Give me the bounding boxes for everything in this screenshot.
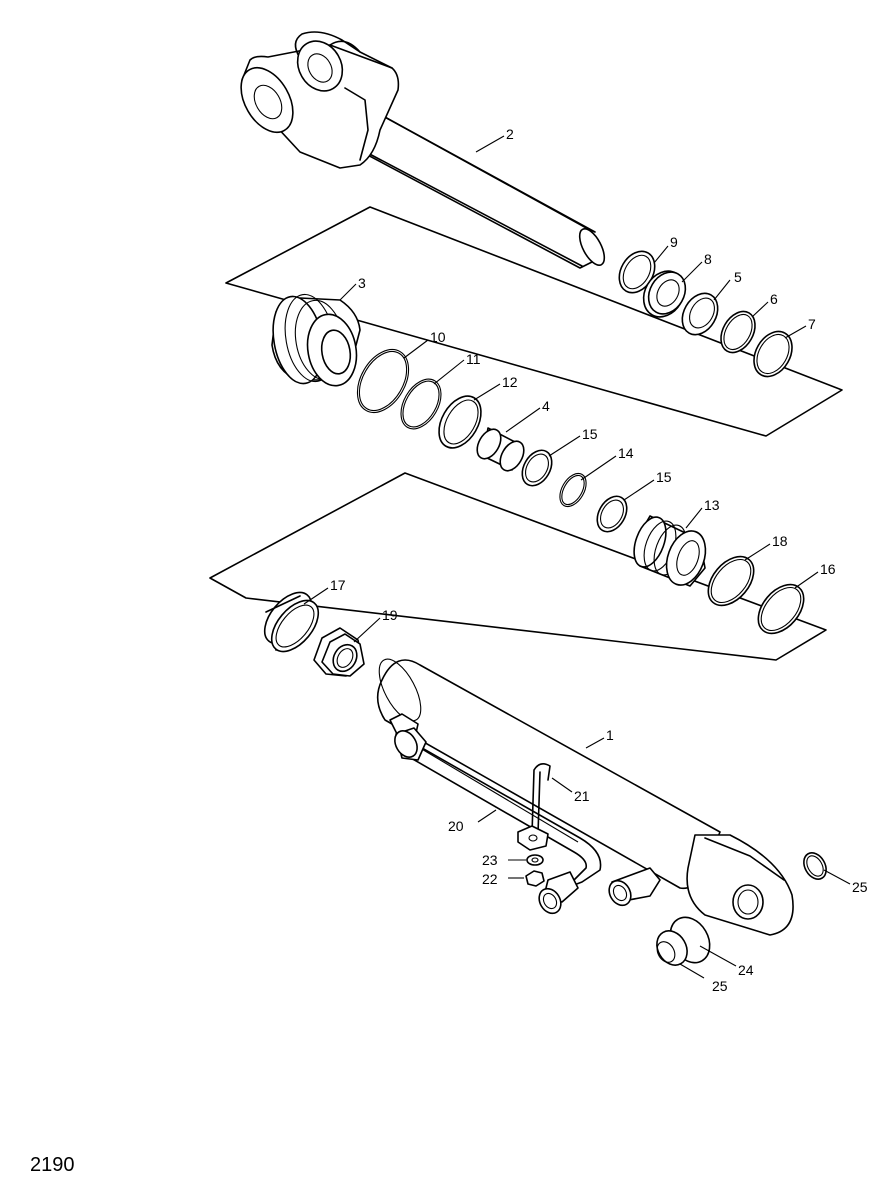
- group-outline-a: [225, 206, 843, 437]
- wear-ring-18: [707, 555, 755, 607]
- callout-11: 11: [466, 351, 481, 367]
- callout-12: 12: [502, 374, 518, 390]
- leader-lines: [303, 135, 851, 979]
- callout-8: 8: [704, 251, 712, 267]
- callout-25-lower: 25: [712, 978, 728, 994]
- gland-part: [271, 293, 361, 387]
- backup-ring-12: [438, 395, 482, 449]
- callout-5: 5: [734, 269, 742, 285]
- piston-rod-part: [240, 31, 606, 269]
- page-number: 2190: [30, 1154, 75, 1176]
- callout-25-right: 25: [852, 879, 868, 895]
- snap-ring-25: [803, 852, 827, 880]
- callout-labels: 2 3 9 8 5 6 7 10 11 12 4 15 14 15 13 18 …: [330, 126, 868, 994]
- callout-6: 6: [770, 291, 778, 307]
- callout-23: 23: [482, 852, 498, 868]
- callout-3: 3: [358, 275, 366, 291]
- nut-22: [525, 870, 545, 887]
- o-ring-10: [356, 349, 410, 413]
- seal-ring-6: [720, 310, 756, 354]
- callout-22: 22: [482, 871, 498, 887]
- callout-17: 17: [330, 577, 346, 593]
- callout-15-lower: 15: [656, 469, 672, 485]
- callout-24: 24: [738, 962, 754, 978]
- seal-ring-15-upper: [521, 449, 553, 487]
- piston-part: [633, 515, 707, 587]
- seal-ring-5: [681, 292, 719, 336]
- hex-nut-19: [313, 627, 365, 677]
- callout-13: 13: [704, 497, 720, 513]
- bushing-24: [656, 916, 711, 966]
- callout-18: 18: [772, 533, 788, 549]
- group-outline-b: [209, 472, 827, 661]
- callout-2: 2: [506, 126, 514, 142]
- callout-9: 9: [670, 234, 678, 250]
- callout-19: 19: [382, 607, 398, 623]
- o-ring-14: [559, 472, 587, 508]
- o-ring-11: [400, 378, 442, 430]
- piston-seal-16: [757, 583, 805, 635]
- hydraulic-line-20: [394, 727, 602, 915]
- callout-4: 4: [542, 398, 550, 414]
- spacer-part: [476, 427, 525, 472]
- callout-16: 16: [820, 561, 836, 577]
- washer-23: [526, 854, 544, 866]
- ring-17: [263, 591, 320, 653]
- seal-ring-9: [618, 250, 656, 294]
- callout-21: 21: [574, 788, 590, 804]
- seal-ring-15-lower: [596, 495, 628, 533]
- callout-20: 20: [448, 818, 464, 834]
- clamp-21: [517, 762, 551, 851]
- seal-ring-8: [642, 270, 687, 318]
- seal-ring-7: [753, 330, 793, 378]
- callout-15-upper: 15: [582, 426, 598, 442]
- port-fitting: [608, 867, 661, 907]
- callout-7: 7: [808, 316, 816, 332]
- callout-10: 10: [430, 329, 446, 345]
- callout-1: 1: [606, 727, 614, 743]
- callout-14: 14: [618, 445, 634, 461]
